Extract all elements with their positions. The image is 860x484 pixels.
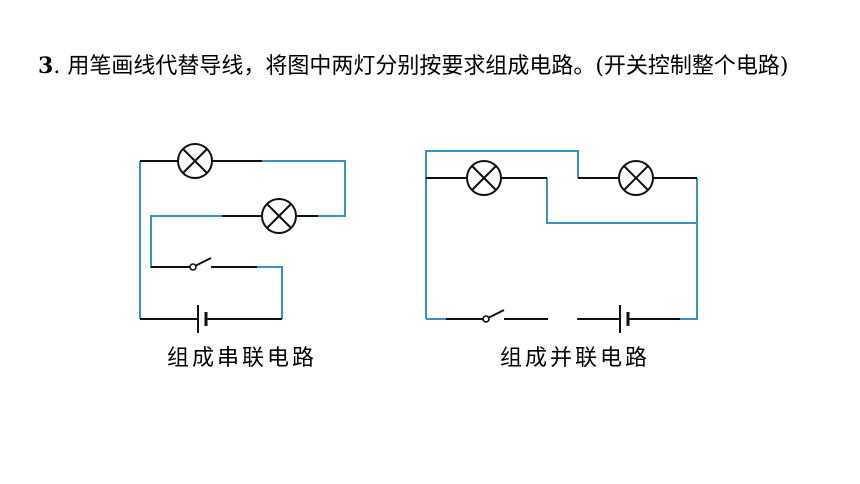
parallel-wire-outer bbox=[425, 150, 579, 319]
series-wire-top-right bbox=[262, 160, 346, 217]
series-battery bbox=[197, 305, 208, 333]
question-body: 用笔画线代替导线，将图中两灯分别按要求组成电路。(开关控制整个电路) bbox=[67, 54, 789, 79]
series-lamp-2 bbox=[261, 198, 297, 234]
parallel-wire-inner bbox=[546, 178, 697, 224]
parallel-lamp-1 bbox=[466, 160, 502, 196]
parallel-wire-right bbox=[680, 178, 698, 320]
series-wire-mid-left bbox=[150, 215, 222, 268]
parallel-circuit bbox=[425, 150, 698, 333]
parallel-lamp-2 bbox=[618, 160, 654, 196]
parallel-battery bbox=[619, 305, 630, 333]
series-lamp-1 bbox=[177, 143, 213, 179]
series-switch bbox=[189, 257, 212, 271]
series-wire-switch-right bbox=[257, 266, 283, 319]
question-separator: . bbox=[53, 54, 61, 79]
series-circuit bbox=[139, 143, 346, 333]
series-given-wires bbox=[140, 160, 318, 320]
question-number: 3 bbox=[38, 53, 54, 79]
parallel-switch bbox=[482, 309, 505, 323]
series-drawn-wires bbox=[139, 160, 346, 319]
parallel-drawn-wires bbox=[425, 150, 698, 320]
question-text: 3. 用笔画线代替导线，将图中两灯分别按要求组成电路。(开关控制整个电路) bbox=[38, 46, 828, 87]
parallel-given-wires bbox=[426, 177, 697, 320]
parallel-caption: 组成并联电路 bbox=[500, 346, 651, 371]
series-caption: 组成串联电路 bbox=[167, 346, 318, 371]
